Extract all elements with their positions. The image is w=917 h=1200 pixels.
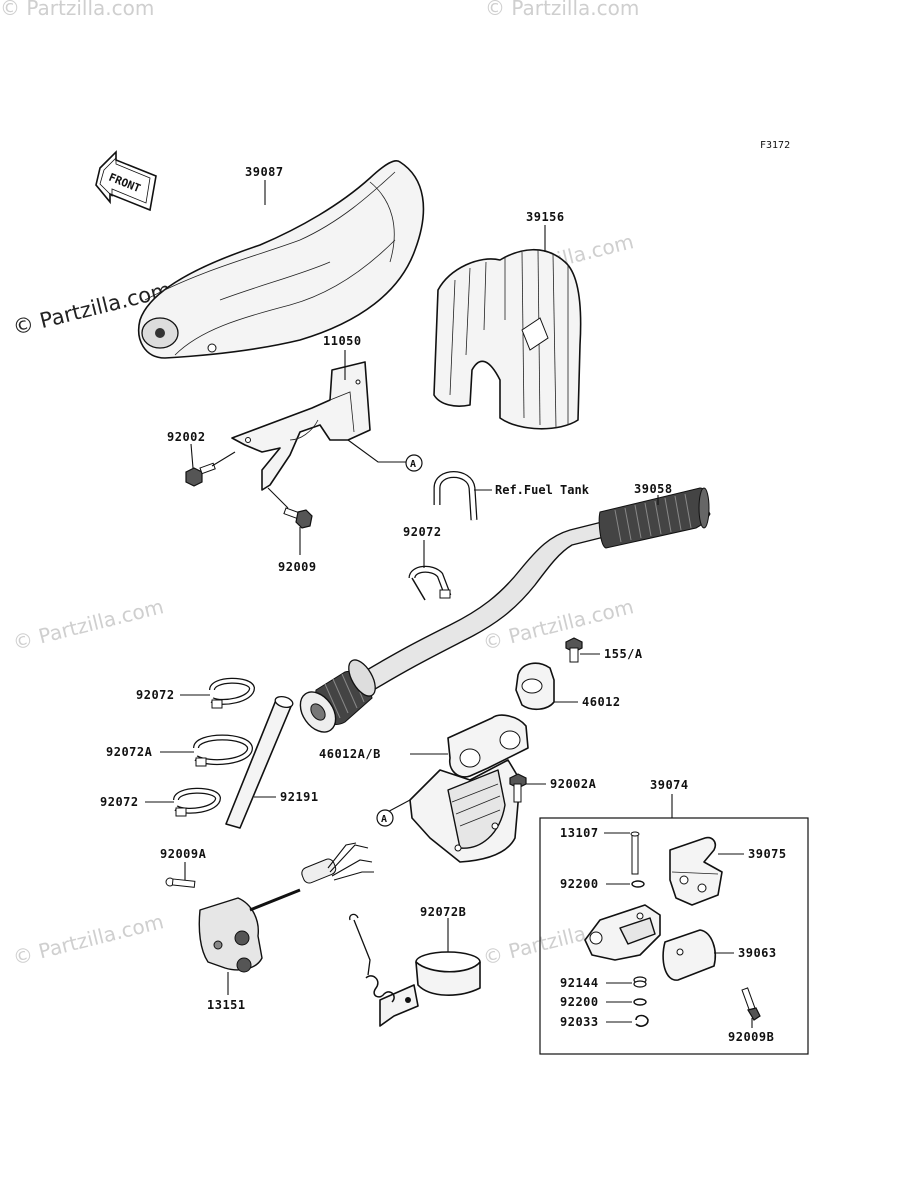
front-arrow-icon: FRONT: [95, 150, 157, 212]
switch-13151: [198, 842, 374, 973]
watermark: © Partzilla.com: [485, 0, 639, 20]
handlebar-cover-39087: [138, 160, 425, 359]
assembly-box-39074: [539, 817, 809, 1055]
handlebar-holder-46012a-b: [409, 714, 529, 863]
part-number-39075: 39075: [748, 847, 787, 861]
callout-a-marker-2: A: [376, 809, 394, 827]
clamp-92072b: [349, 913, 481, 1027]
svg-text:A: A: [410, 459, 416, 470]
watermark: © Partzilla.com: [10, 909, 166, 970]
lever-39075: [669, 836, 723, 906]
part-number-92072-a: 92072: [136, 688, 175, 702]
tube-92191: [225, 695, 294, 829]
diagram-code: F3172: [760, 140, 790, 151]
washer-92200-2: [633, 998, 647, 1006]
watermark: © Partzilla.com: [10, 594, 166, 655]
part-number-92002: 92002: [167, 430, 206, 444]
bolt-92009: [283, 507, 313, 529]
part-number-39087: 39087: [245, 165, 284, 179]
clamp-92072: [408, 565, 452, 601]
part-number-92144: 92144: [560, 976, 599, 990]
washer-92200: [631, 880, 645, 888]
cover-39063: [662, 929, 716, 981]
watermark: © Partzilla.com: [0, 0, 154, 20]
screw-92009b: [741, 987, 761, 1021]
part-number-11050: 11050: [323, 334, 362, 348]
bolt-92002: [185, 462, 216, 487]
part-number-92009b: 92009B: [728, 1030, 774, 1044]
part-number-46012: 46012: [582, 695, 621, 709]
part-number-39063: 39063: [738, 946, 777, 960]
spring-92144: [633, 976, 647, 988]
part-number-92009: 92009: [278, 560, 317, 574]
part-number-39074: 39074: [650, 778, 689, 792]
handlebar-clamp-46012: [515, 662, 555, 711]
part-number-155-a: 155/A: [604, 647, 643, 661]
part-number-92072a: 92072A: [106, 745, 153, 759]
handlebar-boot-39156: [433, 249, 582, 430]
circlip-92033: [635, 1014, 649, 1027]
part-number-92072-top: 92072: [403, 525, 442, 539]
part-number-39058: 39058: [634, 482, 673, 496]
clamp-92072-b: [173, 787, 222, 817]
part-number-92072-b: 92072: [100, 795, 139, 809]
screw-92009a: [165, 877, 196, 888]
part-number-92200-1: 92200: [560, 877, 599, 891]
clamp-92072a: [193, 734, 254, 767]
part-number-92200-2: 92200: [560, 995, 599, 1009]
part-number-39156: 39156: [526, 210, 565, 224]
throttle-housing: [584, 904, 661, 961]
part-number-92191: 92191: [280, 790, 319, 804]
bracket-11050: [231, 361, 371, 491]
part-number-13107: 13107: [560, 826, 599, 840]
part-number-92033: 92033: [560, 1015, 599, 1029]
part-number-46012a-b: 46012A/B: [319, 747, 381, 761]
bolt-155-a: [565, 637, 583, 663]
handlebar-39058: [299, 487, 711, 733]
svg-text:A: A: [381, 814, 387, 825]
fuel-tank-hose: [433, 471, 478, 521]
clamp-92072-a: [209, 677, 256, 709]
part-number-92072b: 92072B: [420, 905, 466, 919]
pin-13107: [630, 831, 640, 875]
part-number-92002a: 92002A: [550, 777, 597, 791]
callout-a-marker: A: [405, 454, 423, 472]
part-number-13151: 13151: [207, 998, 246, 1012]
part-number-92009a: 92009A: [160, 847, 207, 861]
ref-fuel-tank-note: Ref.Fuel Tank: [495, 483, 590, 497]
